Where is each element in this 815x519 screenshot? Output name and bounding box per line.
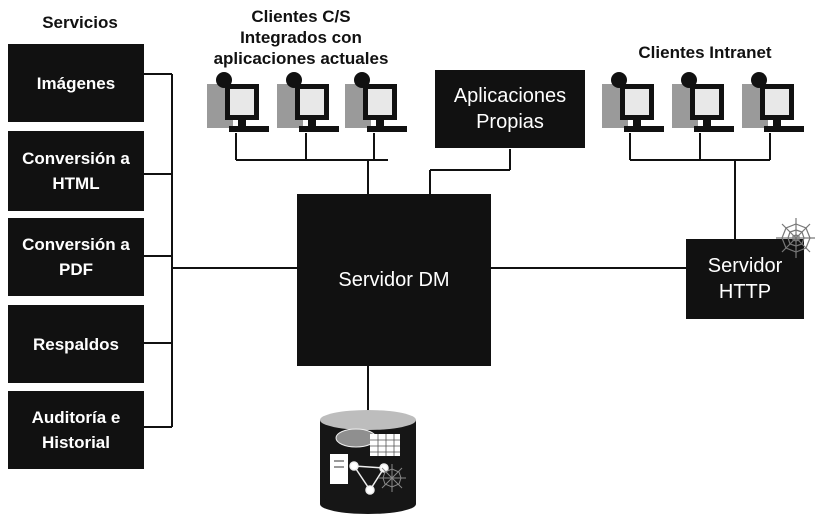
dm-server-box: Servidor DM (297, 194, 491, 366)
intranet-client-computer-1-icon (602, 72, 664, 132)
cs-client-computer-2-icon (277, 72, 339, 132)
database-repository-icon (320, 410, 416, 514)
service-html-conversion: Conversión a HTML (8, 131, 144, 211)
services-heading: Servicios (42, 13, 118, 32)
service-images: Imágenes (8, 44, 144, 122)
service-pdf-conversion: Conversión a PDF (8, 218, 144, 296)
service-backups: Respaldos (8, 305, 144, 383)
http-server-box: Servidor HTTP (686, 239, 804, 319)
cs-clients-heading: Clientes C/S Integrados con aplicaciones… (213, 7, 389, 68)
cs-client-computer-3-icon (345, 72, 407, 132)
intranet-client-computer-2-icon (672, 72, 734, 132)
service-audit-history: Auditoría e Historial (8, 391, 144, 469)
own-applications-box: Aplicaciones Propias (435, 70, 585, 148)
intranet-client-computer-3-icon (742, 72, 804, 132)
intranet-clients-heading: Clientes Intranet (638, 43, 772, 62)
cs-client-computer-1-icon (207, 72, 269, 132)
spider-web-icon (776, 218, 815, 258)
